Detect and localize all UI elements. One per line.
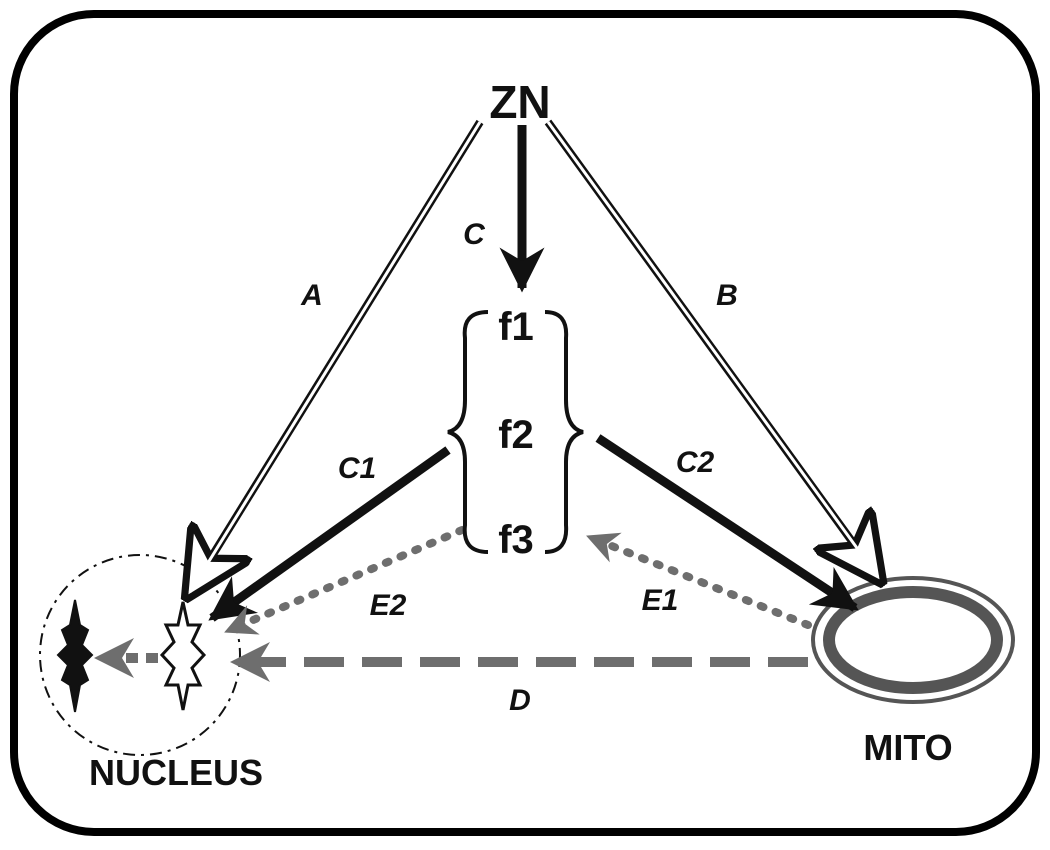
mito-label: MITO <box>863 727 952 768</box>
right-brace <box>544 310 584 554</box>
edge-d-label: D <box>509 684 531 717</box>
edge-e1-arrow <box>586 532 812 629</box>
node-f1-label: f1 <box>498 305 534 349</box>
node-f3-label: f3 <box>498 518 534 562</box>
edge-c2-label: C2 <box>676 446 715 479</box>
left-brace <box>447 310 489 554</box>
mito-inner-ring <box>823 586 1003 694</box>
edge-b-label: B <box>716 279 738 312</box>
edge-a-arrow-inner <box>188 121 482 593</box>
nucleus-open-star-icon <box>159 601 207 711</box>
edge-e2-label: E2 <box>370 589 407 622</box>
edge-a-label: A <box>300 279 323 312</box>
mito-outer-ring <box>811 576 1015 704</box>
edge-c2-arrow <box>595 434 859 612</box>
node-zn-label: ZN <box>489 76 550 128</box>
edge-e2-arrow <box>224 526 466 635</box>
node-f2-label: f2 <box>498 413 534 457</box>
edge-b-arrow-inner <box>546 121 880 578</box>
edge-e1-label: E1 <box>642 584 679 617</box>
edge-c1-label: C1 <box>338 452 376 485</box>
nucleus-dark-star-icon <box>56 599 94 713</box>
edge-c1-arrow <box>208 446 451 622</box>
nucleus-label: NUCLEUS <box>89 752 263 793</box>
edge-c-label: C <box>463 218 486 251</box>
cell-frame <box>10 10 1040 836</box>
